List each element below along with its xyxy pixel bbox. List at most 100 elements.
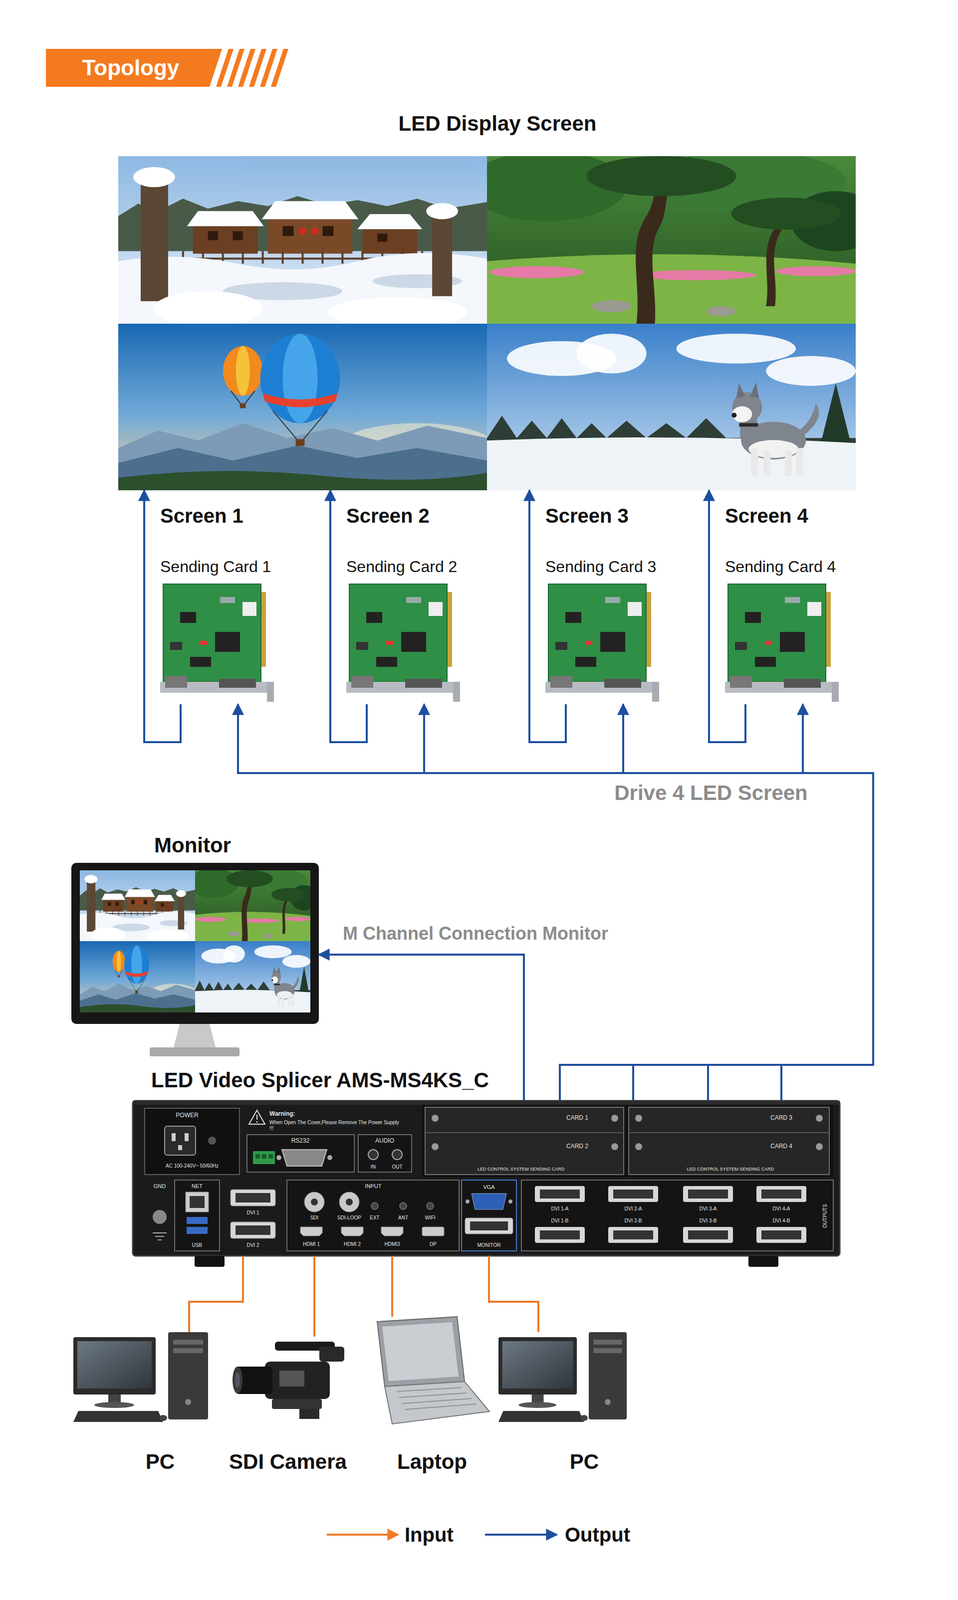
panel-label: VGA [482, 1184, 495, 1192]
panel-label: DVI 1-A [550, 1206, 569, 1213]
video-splicer-panel [132, 1101, 840, 1106]
video-splicer-panel [611, 1143, 619, 1151]
monitor-picture [79, 941, 199, 1013]
panel-label: DVI 4-B [772, 1218, 790, 1225]
led-display-picture [118, 156, 487, 328]
panel-label: DVI 1 [246, 1210, 259, 1217]
output-connector [529, 490, 566, 743]
video-splicer-panel [252, 1151, 275, 1165]
laptop-icon [384, 1382, 490, 1425]
output-connector [709, 490, 746, 743]
led-display-picture [118, 323, 497, 491]
video-splicer-panel [152, 1210, 167, 1225]
panel-label: CARD 1 [566, 1115, 589, 1123]
panel-label: SDI-LOOP [337, 1215, 362, 1222]
video-splicer-panel [132, 1101, 840, 1257]
video-splicer-panel [189, 1196, 205, 1209]
panel-label: LED CONTROL SYSTEM SENDING CARD [477, 1167, 565, 1173]
input-connector [313, 1256, 316, 1338]
video-splicer-panel [756, 1227, 807, 1244]
panel-label: DVI 1-B [550, 1218, 569, 1225]
node-heading: Sending Card 2 [346, 557, 458, 577]
video-splicer-panel [392, 1150, 403, 1161]
video-splicer-panel [281, 1150, 327, 1167]
video-splicer-panel [327, 1155, 333, 1161]
panel-label: DVI 2 [246, 1242, 259, 1249]
panel-label: LED CONTROL SYSTEM SENDING CARD [687, 1167, 775, 1173]
video-splicer-panel [611, 1115, 619, 1123]
sending-card: Sending Card 3 [545, 582, 660, 705]
video-splicer-panel [635, 1115, 643, 1123]
video-splicer-panel [756, 1186, 807, 1203]
topology-badge [45, 48, 223, 87]
video-splicer-panel [186, 1217, 208, 1225]
connector-label: Screen 4 [724, 504, 809, 528]
led-display-picture [118, 151, 881, 491]
drive-note: Drive 4 LED Screen [614, 781, 808, 806]
video-splicer-panel [178, 1145, 183, 1151]
node-heading: Sending Card 1 [160, 557, 271, 577]
panel-label: OUTPUTS [822, 1204, 829, 1229]
panel-label: INPUT [365, 1183, 382, 1191]
output-connector [144, 490, 181, 743]
input-connector [189, 1256, 243, 1333]
legend-text: Input [404, 1523, 454, 1547]
video-splicer-panel [371, 1202, 379, 1210]
video-splicer-panel [425, 1132, 624, 1134]
camera-source: SDI Camera [235, 1337, 348, 1423]
led-display-picture [486, 323, 856, 491]
sending-card: Sending Card 2 [346, 582, 461, 705]
node-heading: Monitor [154, 833, 232, 858]
video-splicer-panel [635, 1143, 643, 1151]
video-splicer-panel [534, 1227, 585, 1244]
video-splicer-panel [421, 1105, 834, 1178]
legend-sample [326, 1534, 399, 1537]
panel-label: DVI 4-A [772, 1206, 790, 1213]
video-splicer-panel [465, 1218, 513, 1235]
video-splicer-panel [815, 1115, 823, 1123]
video-splicer-panel [688, 1190, 728, 1199]
panel-label: SDI [310, 1215, 319, 1222]
panel-label: AUDIO [375, 1138, 395, 1146]
video-splicer-panel [208, 1137, 217, 1146]
video-splicer-panel [628, 1107, 830, 1176]
pc-icon [73, 1332, 209, 1423]
video-splicer-panel [230, 1222, 276, 1239]
panel-label: USB [192, 1242, 203, 1249]
sending-card-picture [160, 584, 274, 703]
monitor-picture [149, 1047, 240, 1057]
video-splicer-panel [425, 1107, 624, 1176]
connector-label: M Channel Connection Monitor [342, 923, 609, 945]
panel-label: DVI 2-A [624, 1206, 642, 1213]
monitor-picture [71, 863, 319, 1025]
camera-icon [279, 1371, 305, 1388]
video-splicer-panel [534, 1186, 585, 1203]
video-splicer-panel [508, 1199, 513, 1204]
panel-label: IN [370, 1164, 376, 1171]
panel-label: CARD 3 [770, 1115, 793, 1123]
video-splicer-panel [539, 1230, 580, 1240]
camera-icon [235, 1372, 240, 1389]
pc-icon [498, 1332, 627, 1423]
video-splicer-panel [761, 1190, 802, 1199]
video-splicer-panel [815, 1143, 823, 1151]
legend-sample [484, 1534, 557, 1537]
camera-icon [264, 1362, 330, 1400]
video-splicer-panel [300, 1227, 323, 1237]
node-heading: Sending Card 4 [724, 557, 836, 577]
video-splicer-panel [683, 1186, 733, 1203]
video-splicer-panel [683, 1227, 733, 1244]
monitor-picture [189, 868, 319, 942]
output-connector [781, 704, 874, 1102]
pc-source: PC [73, 1332, 210, 1426]
video-splicer-panel [461, 1180, 517, 1252]
monitor-picture [173, 1024, 216, 1048]
sending-card-picture [346, 584, 461, 703]
node-heading: PC [569, 1450, 599, 1475]
video-splicer-panel [470, 1221, 508, 1231]
panel-label: DP [429, 1241, 437, 1248]
video-splicer-panel [613, 1230, 654, 1240]
panel-label: When Open The Cover,Please Remove The Po… [269, 1120, 400, 1133]
